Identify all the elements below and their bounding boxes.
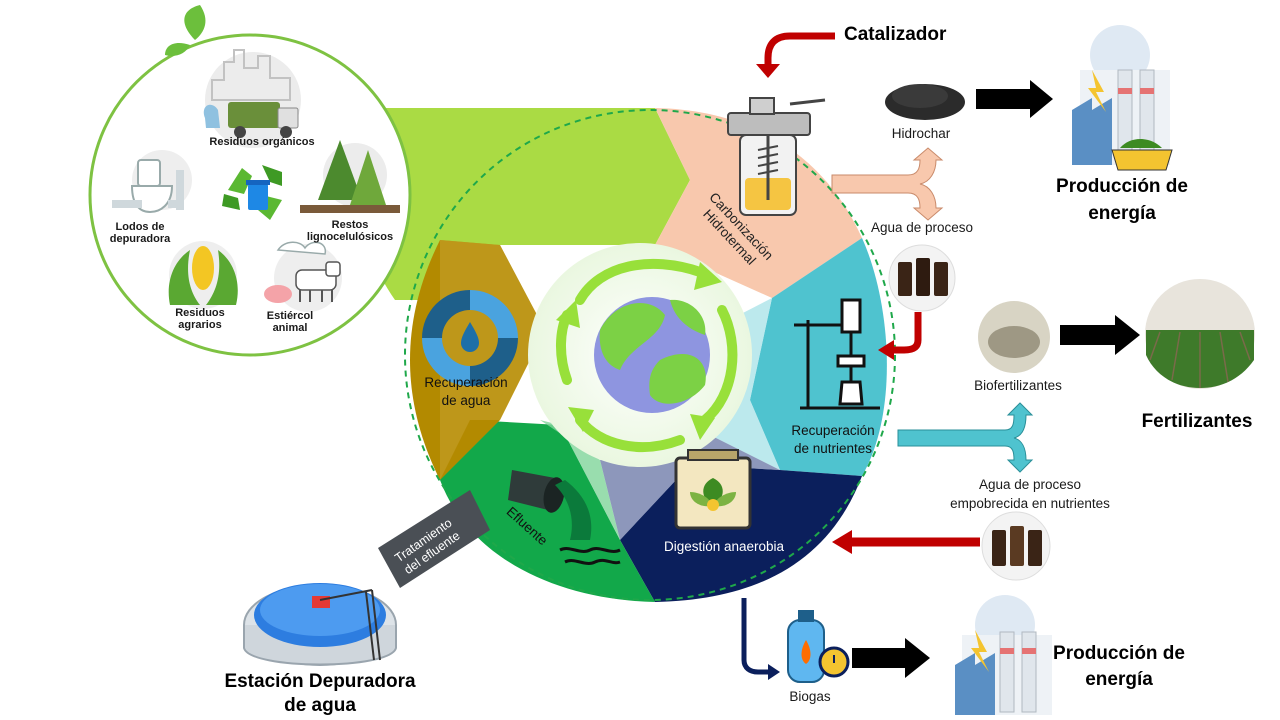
- pine-trees-icon: [300, 140, 400, 213]
- sample-bottles-photo: [981, 511, 1051, 581]
- label-catalyst: Catalizador: [844, 24, 947, 45]
- label-hydrochar: Hidrochar: [891, 126, 951, 141]
- water-cycle-icon: [422, 290, 518, 386]
- label-biogas: Biogas: [789, 689, 831, 704]
- effluent-pipe-icon: [508, 470, 621, 565]
- label-biofertilizers: Biofertilizantes: [974, 378, 1062, 393]
- gas-cylinder-icon: [787, 610, 850, 683]
- label-fertilizers: Fertilizantes: [1141, 411, 1253, 432]
- field-photo: [1145, 279, 1255, 389]
- feedstock-intake-band: [320, 108, 690, 300]
- lab-stand-icon: [794, 298, 880, 410]
- water-treatment-plant-icon: [243, 583, 397, 666]
- catalyst-arrow: [764, 32, 835, 66]
- segment-nutrient-recovery: [750, 238, 887, 476]
- label-organic-waste: Residuos orgánicos: [209, 136, 315, 148]
- cycle-boundary: [404, 109, 896, 601]
- sediment-photo: [978, 301, 1050, 373]
- htc-output-arrow: [831, 147, 944, 221]
- arrow-to-energy-bottom: [852, 638, 930, 678]
- label-anaerobic-digestion: Digestión anaerobia: [663, 539, 785, 554]
- toilet-pipe-icon: [112, 150, 192, 214]
- hydrothermal-reactor-icon: [727, 97, 826, 216]
- farm-animals-icon: [264, 241, 342, 312]
- plant-sprout-icon: [165, 5, 206, 56]
- factory-icon: [955, 595, 1052, 715]
- feedstock-circle: [88, 5, 412, 357]
- label-process-water: Agua de proceso: [870, 220, 974, 235]
- effluent-treatment-banner: [378, 490, 490, 588]
- process-water-arrow: [892, 312, 922, 354]
- battery-leaf-icon: [674, 449, 752, 530]
- biogas-arrow: [741, 598, 770, 675]
- arrow-to-fertilizers: [1060, 315, 1140, 355]
- sample-bottles-photo: [888, 244, 956, 312]
- factory-icon: [1072, 25, 1173, 171]
- earth-globe-icon: [594, 297, 710, 413]
- arrow-to-energy-top: [976, 80, 1053, 118]
- garbage-truck-icon: [203, 102, 299, 138]
- corn-icon: [168, 241, 238, 309]
- nutrient-output-arrow: [897, 402, 1034, 473]
- recycle-bin-icon: [222, 165, 282, 220]
- hydrochar-photo: [885, 84, 965, 120]
